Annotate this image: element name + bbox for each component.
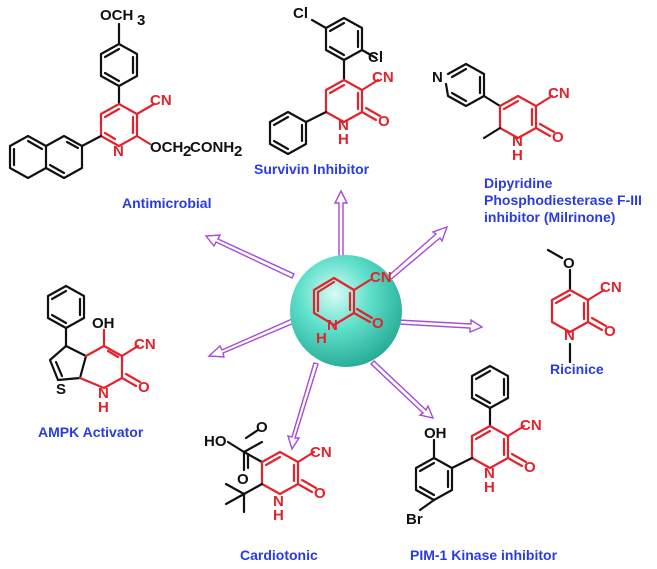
- ampk-n-label: N: [98, 385, 109, 402]
- cardio-h-label: H: [273, 507, 284, 524]
- cardio-o1-label: O: [256, 419, 268, 436]
- center-o-label: O: [372, 315, 384, 332]
- label-antimicrobial: Antimicrobial: [122, 195, 211, 211]
- antimicrobial-n-label: N: [113, 143, 124, 160]
- pim1-structure: CN O N H OH Br PIM-1 Kinase inhibitor: [406, 364, 558, 563]
- label-ricinice: Ricinice: [550, 361, 604, 377]
- label-ampk: AMPK Activator: [38, 424, 144, 440]
- pim1-cn-label: CN: [520, 417, 542, 434]
- och2-label: OCH: [150, 139, 183, 156]
- cardio-o-label: O: [314, 485, 326, 502]
- arrow-to-ampk: [207, 318, 295, 358]
- label-survivin: Survivin Inhibitor: [254, 161, 370, 177]
- center-n-label: N: [327, 317, 338, 334]
- arrows: [204, 189, 484, 451]
- pim1-o-label: O: [524, 459, 536, 476]
- pim1-br-label: Br: [406, 511, 423, 528]
- ampk-h-label: H: [98, 399, 109, 416]
- arrow-to-pim1: [369, 360, 435, 419]
- conh2-label: CONH: [190, 139, 234, 156]
- pyridine-n-label: N: [432, 69, 443, 86]
- label-dipyridine-1: Dipyridine: [484, 175, 553, 191]
- survivin-o-label: O: [378, 113, 390, 130]
- center-scaffold: CN O N H: [290, 255, 402, 367]
- pim1-oh-label: OH: [424, 425, 447, 442]
- milrinone-h-label: H: [512, 147, 523, 164]
- och3-sub: 3: [137, 12, 145, 29]
- milrinone-n-label: N: [512, 133, 523, 150]
- ricinice-structure: O CN O N Ricinice: [546, 248, 622, 377]
- conh2-sub: 2: [234, 143, 242, 160]
- ricinice-cn-label: CN: [600, 279, 622, 296]
- survivin-structure: Cl Cl CN O N H Survivin Inhibitor: [254, 5, 394, 177]
- ampk-o-label: O: [138, 379, 150, 396]
- ampk-s-label: S: [56, 381, 66, 398]
- ricinice-n-label: N: [564, 327, 575, 344]
- cl-top-label: Cl: [293, 5, 308, 22]
- och3-label: OCH: [100, 7, 133, 24]
- label-dipyridine-2: Phosphodiesterase F-III: [484, 192, 642, 208]
- center-sphere: [290, 255, 402, 367]
- arrow-to-cardiotonic: [286, 362, 319, 451]
- center-cn-label: CN: [370, 269, 392, 286]
- cl-right-label: Cl: [368, 49, 383, 66]
- antimicrobial-structure: OCH 3 CN N OCH 2 CONH 2 Antimicrobial: [8, 7, 242, 211]
- label-cardiotonic: Cardiotonic: [240, 547, 318, 563]
- cardio-cn-label: CN: [310, 444, 332, 461]
- pim1-n-label: N: [484, 465, 495, 482]
- ricinice-o-methoxy-label: O: [563, 255, 575, 272]
- milrinone-cn-label: CN: [548, 85, 570, 102]
- arrow-to-survivin: [333, 189, 349, 261]
- cardiotonic-structure: HO O O CN O N H Cardiotonic: [204, 419, 332, 563]
- survivin-h-label: H: [338, 131, 349, 148]
- survivin-cn-label: CN: [372, 69, 394, 86]
- och2-sub: 2: [183, 143, 191, 160]
- arrow-to-antimicrobial: [204, 234, 295, 279]
- milrinone-structure: N CN O N H Dipyridine Phosphodiesterase …: [432, 62, 642, 225]
- ampk-structure: S OH CN O N H AMPK Activator: [38, 284, 156, 440]
- cardio-ho-label: HO: [204, 433, 227, 450]
- cardio-n-label: N: [273, 493, 284, 510]
- antimicrobial-cn-label: CN: [150, 92, 172, 109]
- ampk-oh-label: OH: [92, 315, 115, 332]
- ricinice-o-label: O: [604, 323, 616, 340]
- arrow-to-ricinice: [397, 318, 484, 334]
- milrinone-o-label: O: [552, 129, 564, 146]
- label-dipyridine-3: inhibitor (Milrinone): [484, 209, 615, 225]
- pim1-h-label: H: [484, 479, 495, 496]
- survivin-n-label: N: [338, 117, 349, 134]
- ampk-cn-label: CN: [134, 336, 156, 353]
- label-pim1: PIM-1 Kinase inhibitor: [410, 547, 558, 563]
- arrow-to-dipyridine: [384, 225, 449, 282]
- cardio-o2-label: O: [237, 471, 249, 488]
- center-h-label: H: [316, 330, 327, 347]
